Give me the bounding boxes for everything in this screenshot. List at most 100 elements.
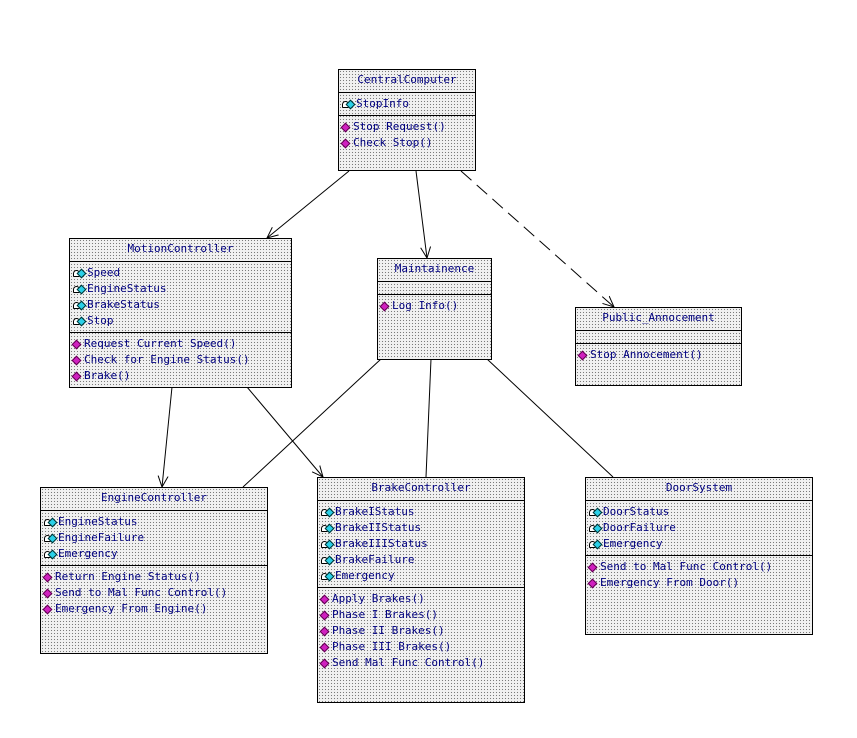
attribute-row[interactable]: DoorFailure bbox=[589, 520, 810, 536]
lock-diamond-icon bbox=[321, 571, 335, 581]
attribute-row[interactable]: BrakeFailure bbox=[321, 552, 522, 568]
class-central-computer[interactable]: CentralComputer StopInfo Stop Request()C… bbox=[338, 69, 476, 171]
attribute-label: BrakeStatus bbox=[87, 298, 160, 311]
lock-diamond-icon bbox=[73, 268, 87, 278]
operation-row[interactable]: Send Mal Func Control() bbox=[319, 655, 522, 671]
lock-diamond-icon bbox=[44, 549, 58, 559]
magenta-diamond-icon bbox=[71, 371, 82, 381]
attribute-label: EngineStatus bbox=[87, 282, 167, 295]
operation-label: Send to Mal Func Control() bbox=[600, 560, 773, 573]
attribute-row[interactable]: Speed bbox=[73, 265, 289, 281]
attribute-row[interactable]: StopInfo bbox=[342, 96, 473, 112]
attribute-label: Emergency bbox=[58, 547, 118, 560]
magenta-diamond-icon bbox=[319, 658, 330, 668]
attribute-section: StopInfo bbox=[339, 92, 475, 115]
attribute-label: BrakeIIStatus bbox=[335, 521, 422, 534]
magenta-diamond-icon bbox=[587, 562, 598, 572]
class-name: BrakeController bbox=[371, 481, 471, 494]
operation-label: Phase II Brakes() bbox=[332, 624, 445, 637]
attribute-section bbox=[576, 330, 741, 343]
magenta-diamond-icon bbox=[71, 355, 82, 365]
operation-row[interactable]: Emergency From Door() bbox=[587, 575, 810, 591]
operation-row[interactable]: Phase III Brakes() bbox=[319, 639, 522, 655]
magenta-diamond-icon bbox=[42, 604, 53, 614]
magenta-diamond-icon bbox=[42, 588, 53, 598]
lock-diamond-icon bbox=[321, 523, 335, 533]
attribute-row[interactable]: BrakeIIIStatus bbox=[321, 536, 522, 552]
lock-diamond-icon bbox=[44, 517, 58, 527]
magenta-diamond-icon bbox=[340, 138, 351, 148]
central-to-motion-arrow bbox=[267, 170, 350, 238]
attribute-row[interactable]: BrakeStatus bbox=[73, 297, 289, 313]
operation-row[interactable]: Check for Engine Status() bbox=[71, 352, 289, 368]
lock-diamond-icon bbox=[73, 316, 87, 326]
operation-row[interactable]: Apply Brakes() bbox=[319, 591, 522, 607]
operation-row[interactable]: Request Current Speed() bbox=[71, 336, 289, 352]
operation-section: Apply Brakes()Phase I Brakes()Phase II B… bbox=[318, 587, 524, 674]
attribute-row[interactable]: Emergency bbox=[589, 536, 810, 552]
operation-label: Phase III Brakes() bbox=[332, 640, 452, 653]
magenta-diamond-icon bbox=[319, 610, 330, 620]
operation-label: Stop Request() bbox=[353, 120, 446, 133]
operation-row[interactable]: Emergency From Engine() bbox=[42, 601, 265, 617]
attribute-label: BrakeIIIStatus bbox=[335, 537, 428, 550]
attribute-row[interactable]: DoorStatus bbox=[589, 504, 810, 520]
maint-brake-association bbox=[425, 358, 432, 478]
attribute-label: Speed bbox=[87, 266, 121, 279]
operation-label: Emergency From Engine() bbox=[55, 602, 208, 615]
operation-label: Check for Engine Status() bbox=[84, 353, 250, 366]
operation-row[interactable]: Send to Mal Func Control() bbox=[587, 559, 810, 575]
operation-row[interactable]: Return Engine Status() bbox=[42, 569, 265, 585]
attribute-row[interactable]: EngineFailure bbox=[44, 530, 265, 546]
class-name: Public_Annocement bbox=[602, 311, 715, 324]
operation-row[interactable]: Log Info() bbox=[379, 298, 489, 314]
class-maintainence[interactable]: Maintainence Log Info() bbox=[377, 258, 492, 360]
class-name: Maintainence bbox=[394, 262, 475, 275]
lock-diamond-icon bbox=[73, 284, 87, 294]
lock-diamond-icon bbox=[321, 555, 335, 565]
attribute-row[interactable]: EngineStatus bbox=[73, 281, 289, 297]
attribute-label: BrakeIStatus bbox=[335, 505, 415, 518]
operation-section: Stop Annocement() bbox=[576, 343, 741, 366]
lock-diamond-icon bbox=[321, 539, 335, 549]
maint-engine-association bbox=[242, 358, 382, 488]
attribute-label: DoorStatus bbox=[603, 505, 670, 518]
class-name: DoorSystem bbox=[665, 481, 733, 494]
lock-diamond-icon bbox=[73, 300, 87, 310]
operation-label: Stop Annocement() bbox=[590, 348, 703, 361]
class-public-annocement[interactable]: Public_Annocement Stop Annocement() bbox=[575, 307, 742, 386]
class-name: EngineController bbox=[101, 491, 207, 504]
magenta-diamond-icon bbox=[340, 122, 351, 132]
operation-row[interactable]: Stop Annocement() bbox=[577, 347, 739, 363]
operation-row[interactable]: Phase II Brakes() bbox=[319, 623, 522, 639]
magenta-diamond-icon bbox=[319, 594, 330, 604]
attribute-row[interactable]: Emergency bbox=[321, 568, 522, 584]
operation-row[interactable]: Send to Mal Func Control() bbox=[42, 585, 265, 601]
operation-label: Check Stop() bbox=[353, 136, 433, 149]
attribute-row[interactable]: BrakeIStatus bbox=[321, 504, 522, 520]
operation-row[interactable]: Stop Request() bbox=[340, 119, 473, 135]
magenta-diamond-icon bbox=[379, 301, 390, 311]
operation-section: Stop Request() Check Stop() bbox=[339, 115, 475, 154]
central-to-maint-arrow bbox=[415, 170, 427, 258]
lock-diamond-icon bbox=[321, 507, 335, 517]
attribute-label: StopInfo bbox=[356, 97, 409, 110]
attribute-row[interactable]: BrakeIIStatus bbox=[321, 520, 522, 536]
operation-row[interactable]: Brake() bbox=[71, 368, 289, 384]
operation-row[interactable]: Check Stop() bbox=[340, 135, 473, 151]
attribute-row[interactable]: EngineStatus bbox=[44, 514, 265, 530]
attribute-row[interactable]: Emergency bbox=[44, 546, 265, 562]
maint-door-association bbox=[486, 358, 614, 478]
attribute-row[interactable]: Stop bbox=[73, 313, 289, 329]
magenta-diamond-icon bbox=[319, 626, 330, 636]
lock-diamond-icon bbox=[342, 99, 356, 109]
operation-row[interactable]: Phase I Brakes() bbox=[319, 607, 522, 623]
operation-section: Log Info() bbox=[378, 294, 491, 317]
lock-diamond-icon bbox=[589, 523, 603, 533]
attribute-label: DoorFailure bbox=[603, 521, 676, 534]
